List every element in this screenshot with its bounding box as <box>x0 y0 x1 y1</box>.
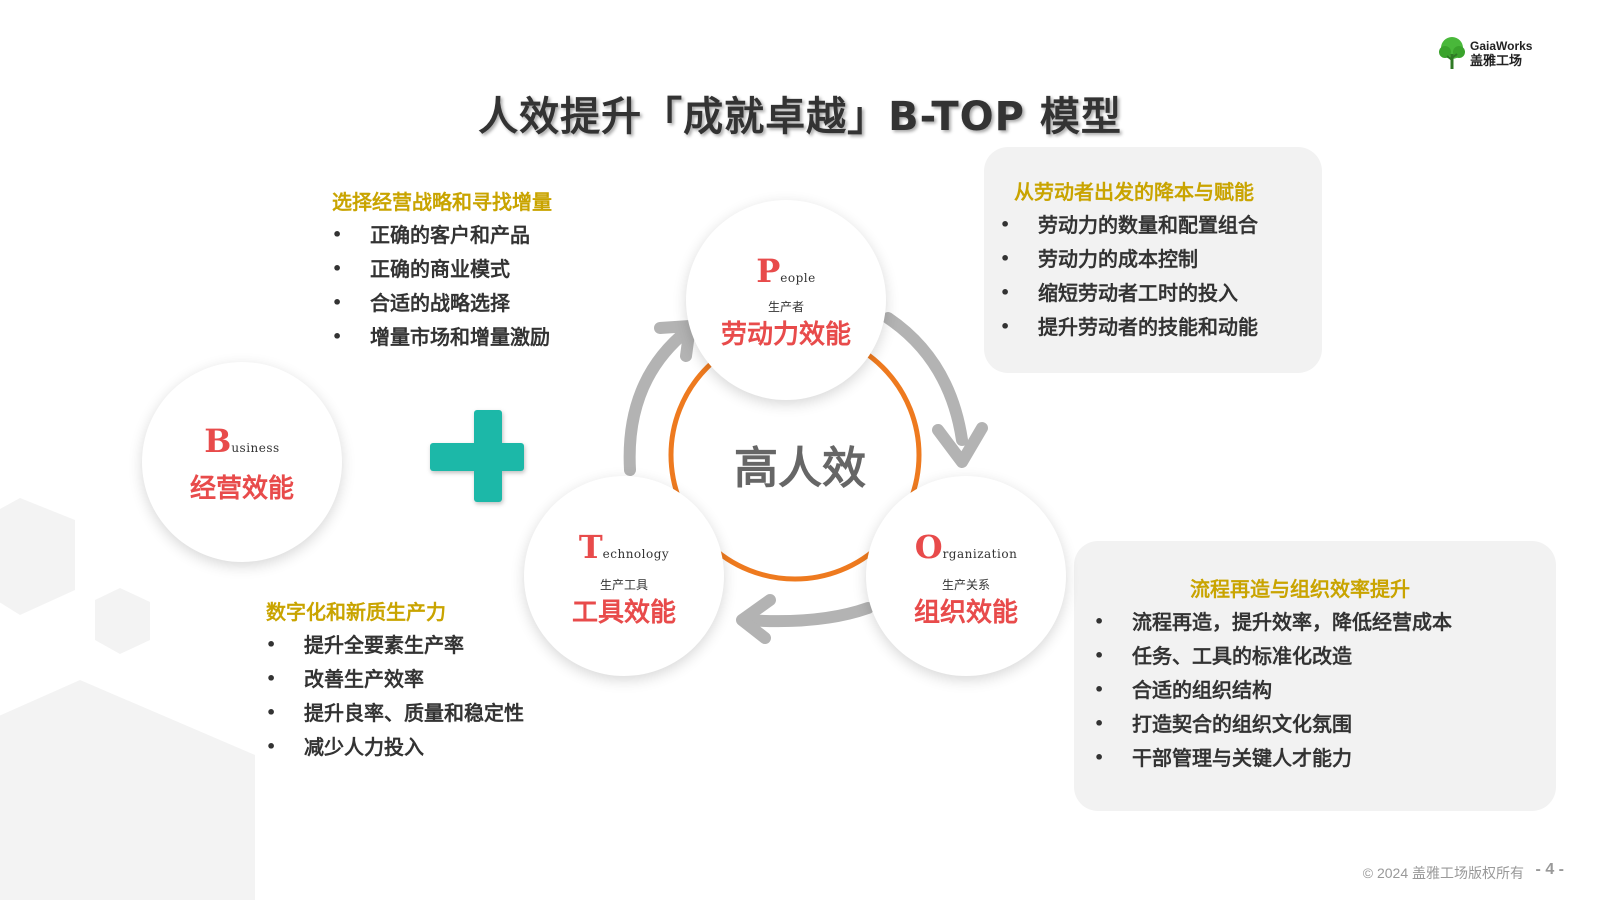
organization-title: 组织效能 <box>913 598 1018 628</box>
list-item: 合适的组织结构 <box>1094 673 1452 707</box>
arrow-organization-to-technology <box>739 602 874 628</box>
list-item: 正确的客户和产品 <box>332 218 550 252</box>
list-item: 增量市场和增量激励 <box>332 320 550 354</box>
brand-logo: GaiaWorks 盖雅工场 <box>1438 36 1532 72</box>
copyright: © 2024 盖雅工场版权所有 <box>1362 865 1524 881</box>
people-subtitle: 生产者 <box>767 300 804 314</box>
technology-letter: T <box>578 528 603 566</box>
people-letter: P <box>756 252 781 290</box>
people-title: 劳动力效能 <box>720 320 851 350</box>
people-circle: People 生产者 劳动力效能 <box>686 200 886 400</box>
people-list: 劳动力的数量和配置组合 劳动力的成本控制 缩短劳动者工时的投入 提升劳动者的技能… <box>1000 208 1258 344</box>
business-list: 正确的客户和产品 正确的商业模式 合适的战略选择 增量市场和增量激励 <box>332 218 550 354</box>
list-item: 正确的商业模式 <box>332 252 550 286</box>
list-item: 干部管理与关键人才能力 <box>1094 741 1452 775</box>
list-item: 合适的战略选择 <box>332 286 550 320</box>
list-item: 改善生产效率 <box>266 662 524 696</box>
list-item: 劳动力的数量和配置组合 <box>1000 208 1258 242</box>
logo-english: GaiaWorks <box>1470 39 1533 53</box>
list-item: 减少人力投入 <box>266 730 524 764</box>
arrow-people-to-organization <box>882 312 968 446</box>
page-title: 人效提升「成就卓越」B-TOP 模型 <box>478 94 1122 140</box>
organization-list: 流程再造，提升效率，降低经营成本 任务、工具的标准化改造 合适的组织结构 打造契… <box>1094 605 1452 775</box>
organization-subtitle: 生产关系 <box>941 578 990 592</box>
center-label: 高人效 <box>734 443 866 494</box>
list-item: 任务、工具的标准化改造 <box>1094 639 1452 673</box>
people-heading: 从劳动者出发的降本与赋能 <box>1014 180 1254 204</box>
technology-word: echnology <box>602 547 670 561</box>
tree-logo-icon <box>1439 37 1465 69</box>
list-item: 提升良率、质量和稳定性 <box>266 696 524 730</box>
arrow-technology-to-people <box>623 324 694 476</box>
people-word: eople <box>780 271 816 285</box>
technology-heading: 数字化和新质生产力 <box>266 600 446 624</box>
list-item: 提升劳动者的技能和动能 <box>1000 310 1258 344</box>
business-title: 经营效能 <box>189 474 294 504</box>
organization-circle: Organization 生产关系 组织效能 <box>866 476 1066 676</box>
page-number: - 4 - <box>1535 861 1564 878</box>
list-item: 劳动力的成本控制 <box>1000 242 1258 276</box>
organization-heading: 流程再造与组织效率提升 <box>1190 577 1410 601</box>
list-item: 缩短劳动者工时的投入 <box>1000 276 1258 310</box>
logo-chinese: 盖雅工场 <box>1470 54 1523 69</box>
arrow-people-to-organization-head <box>932 422 988 468</box>
technology-list: 提升全要素生产率 改善生产效率 提升良率、质量和稳定性 减少人力投入 <box>266 628 524 764</box>
list-item: 提升全要素生产率 <box>266 628 524 662</box>
business-heading: 选择经营战略和寻找增量 <box>332 190 552 214</box>
organization-word: rganization <box>942 547 1018 561</box>
list-item: 流程再造，提升效率，降低经营成本 <box>1094 605 1452 639</box>
list-item: 打造契合的组织文化氛围 <box>1094 707 1452 741</box>
technology-circle: Technology 生产工具 工具效能 <box>524 476 724 676</box>
business-circle: Business 经营效能 <box>142 362 342 562</box>
organization-letter: O <box>914 528 943 566</box>
arrow-organization-to-technology-head <box>736 594 776 644</box>
technology-title: 工具效能 <box>571 598 676 628</box>
business-letter: B <box>204 422 232 460</box>
plus-icon <box>430 410 524 502</box>
technology-subtitle: 生产工具 <box>599 578 648 592</box>
business-word: usiness <box>231 441 280 455</box>
